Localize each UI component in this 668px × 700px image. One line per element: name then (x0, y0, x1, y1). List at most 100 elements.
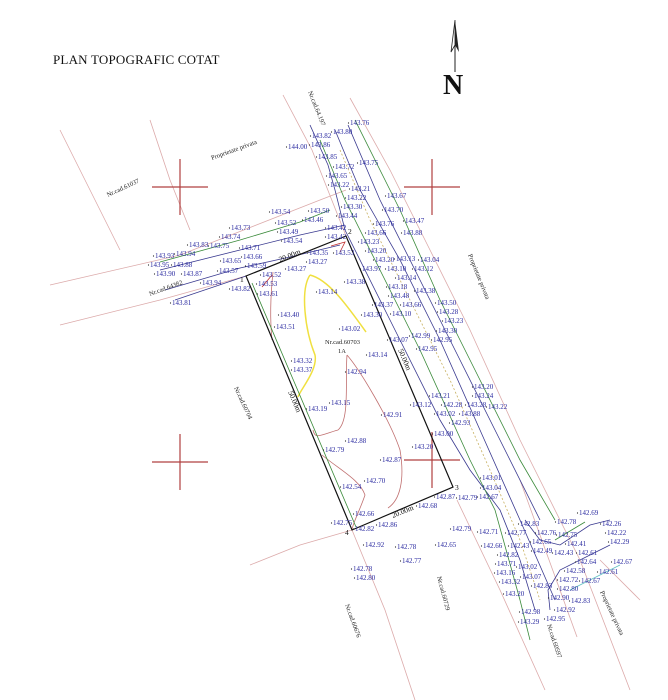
elevation-dot (417, 259, 420, 261)
elevation-dot (238, 247, 241, 249)
elevation-point: 142.61 (575, 549, 598, 557)
elevation-dot (379, 459, 382, 461)
elevation-value: 143.83 (189, 241, 209, 249)
elevation-value: 143.13 (396, 255, 416, 263)
label-street-top: Nr.cad.64.197 (306, 90, 326, 127)
elevation-point: 143.47 (402, 217, 425, 225)
elevation-dot (496, 554, 499, 556)
elevation-dot (384, 268, 387, 270)
elevation-dot (568, 600, 571, 602)
elevation-point: 143.93 (152, 252, 175, 260)
elevation-dot (371, 304, 374, 306)
elevation-value: 143.86 (311, 141, 331, 149)
elevation-point: 143.14 (365, 351, 388, 359)
elevation-dot (441, 320, 444, 322)
elevation-value: 143.23 (360, 238, 380, 246)
elevation-value: 142.54 (342, 483, 362, 491)
elevation-value: 142.98 (521, 608, 541, 616)
elevation-point: 142.77 (504, 529, 527, 537)
elevation-point: 142.88 (344, 437, 367, 445)
elevation-point: 142.95 (415, 345, 438, 353)
elevation-point: 142.67 (476, 493, 499, 501)
elevation-point: 143.54 (268, 208, 291, 216)
elevation-value: 143.10 (392, 310, 412, 318)
contour-lines (261, 241, 403, 531)
elevation-value: 142.29 (610, 538, 630, 546)
elevation-point: 143.88 (458, 410, 481, 418)
elevation-point: 142.95 (430, 336, 453, 344)
elevation-point: 143.35 (306, 249, 329, 257)
elevation-point: 143.61 (256, 290, 279, 298)
elevation-point: 142.92 (362, 541, 385, 549)
elevation-dot (431, 433, 434, 435)
elevation-value: 142.93 (451, 419, 471, 427)
elevation-point: 143.14 (394, 274, 417, 282)
elevation-value: 142.95 (433, 336, 453, 344)
elevation-value: 143.14 (368, 351, 388, 359)
elevation-value: 143.22 (347, 194, 367, 202)
elevation-dot (301, 219, 304, 221)
elevation-value: 143.70 (384, 206, 404, 214)
elevation-point: 143.46 (301, 216, 324, 224)
elevation-dot (464, 404, 467, 406)
elevation-value: 143.20 (414, 443, 434, 451)
elevation-dot (324, 236, 327, 238)
elevation-point: 142.86 (375, 521, 398, 529)
elevation-value: 142.79 (325, 446, 345, 454)
elevation-value: 142.75 (558, 531, 578, 539)
elevation-point: 143.20 (372, 256, 395, 264)
elevation-dot (413, 290, 416, 292)
elevation-value: 142.80 (356, 574, 376, 582)
elevation-dot (547, 597, 550, 599)
elevation-value: 143.38 (346, 278, 366, 286)
elevation-value: 142.83 (571, 597, 591, 605)
elevation-dot (458, 413, 461, 415)
elevation-dot (502, 593, 505, 595)
label-private-bottom-right: Proprietate privata (598, 590, 625, 637)
elevation-point: 142.65 (434, 541, 457, 549)
elevation-value: 143.80 (333, 128, 353, 136)
elevation-point: 142.43 (507, 542, 530, 550)
elevation-value: 143.30 (363, 311, 383, 319)
elevation-point: 142.79 (455, 494, 478, 502)
elevation-dot (518, 611, 521, 613)
elevation-value: 142.65 (532, 538, 552, 546)
elevation-point: 143.82 (228, 285, 251, 293)
elevation-dot (389, 313, 392, 315)
elevation-point: 142.82 (496, 551, 519, 559)
elevation-point: 142.87 (433, 493, 456, 501)
elevation-point: 143.02 (515, 563, 538, 571)
elevation-dot (564, 543, 567, 545)
elevation-point: 143.95 (147, 261, 170, 269)
elevation-point: 143.15 (328, 399, 351, 407)
elevation-point: 143.94 (173, 250, 196, 258)
elevation-value: 143.37 (293, 366, 313, 374)
elevation-dot (372, 223, 375, 225)
elevation-value: 142.80 (559, 585, 579, 593)
elevation-dot (385, 286, 388, 288)
elevation-dot (556, 579, 559, 581)
elevation-point: 143.37 (290, 366, 313, 374)
elevation-point: 143.10 (389, 310, 412, 318)
elevation-dot (344, 371, 347, 373)
elevation-value: 142.99 (411, 332, 431, 340)
elevation-value: 142.72 (559, 576, 579, 584)
elevation-value: 142.87 (436, 493, 456, 501)
elevation-value: 143.44 (338, 212, 358, 220)
elevation-dot (517, 523, 520, 525)
elevation-dot (364, 250, 367, 252)
elevation-point: 143.80 (330, 128, 353, 136)
elevation-point: 143.10 (384, 265, 407, 273)
elevation-dot (504, 532, 507, 534)
elevation-point: 143.20 (364, 247, 387, 255)
elevation-dot (256, 293, 259, 295)
elevation-dot (306, 252, 309, 254)
elevation-value: 142.67 (581, 577, 601, 585)
elevation-point: 143.71 (238, 244, 261, 252)
elevation-point: 143.13 (393, 255, 416, 263)
elevation-point: 143.28 (436, 308, 459, 316)
elevation-dot (434, 544, 437, 546)
dim-bottom: 20.00m (390, 503, 415, 520)
elevation-dot (335, 215, 338, 217)
elevation-point: 142.78 (554, 518, 577, 526)
